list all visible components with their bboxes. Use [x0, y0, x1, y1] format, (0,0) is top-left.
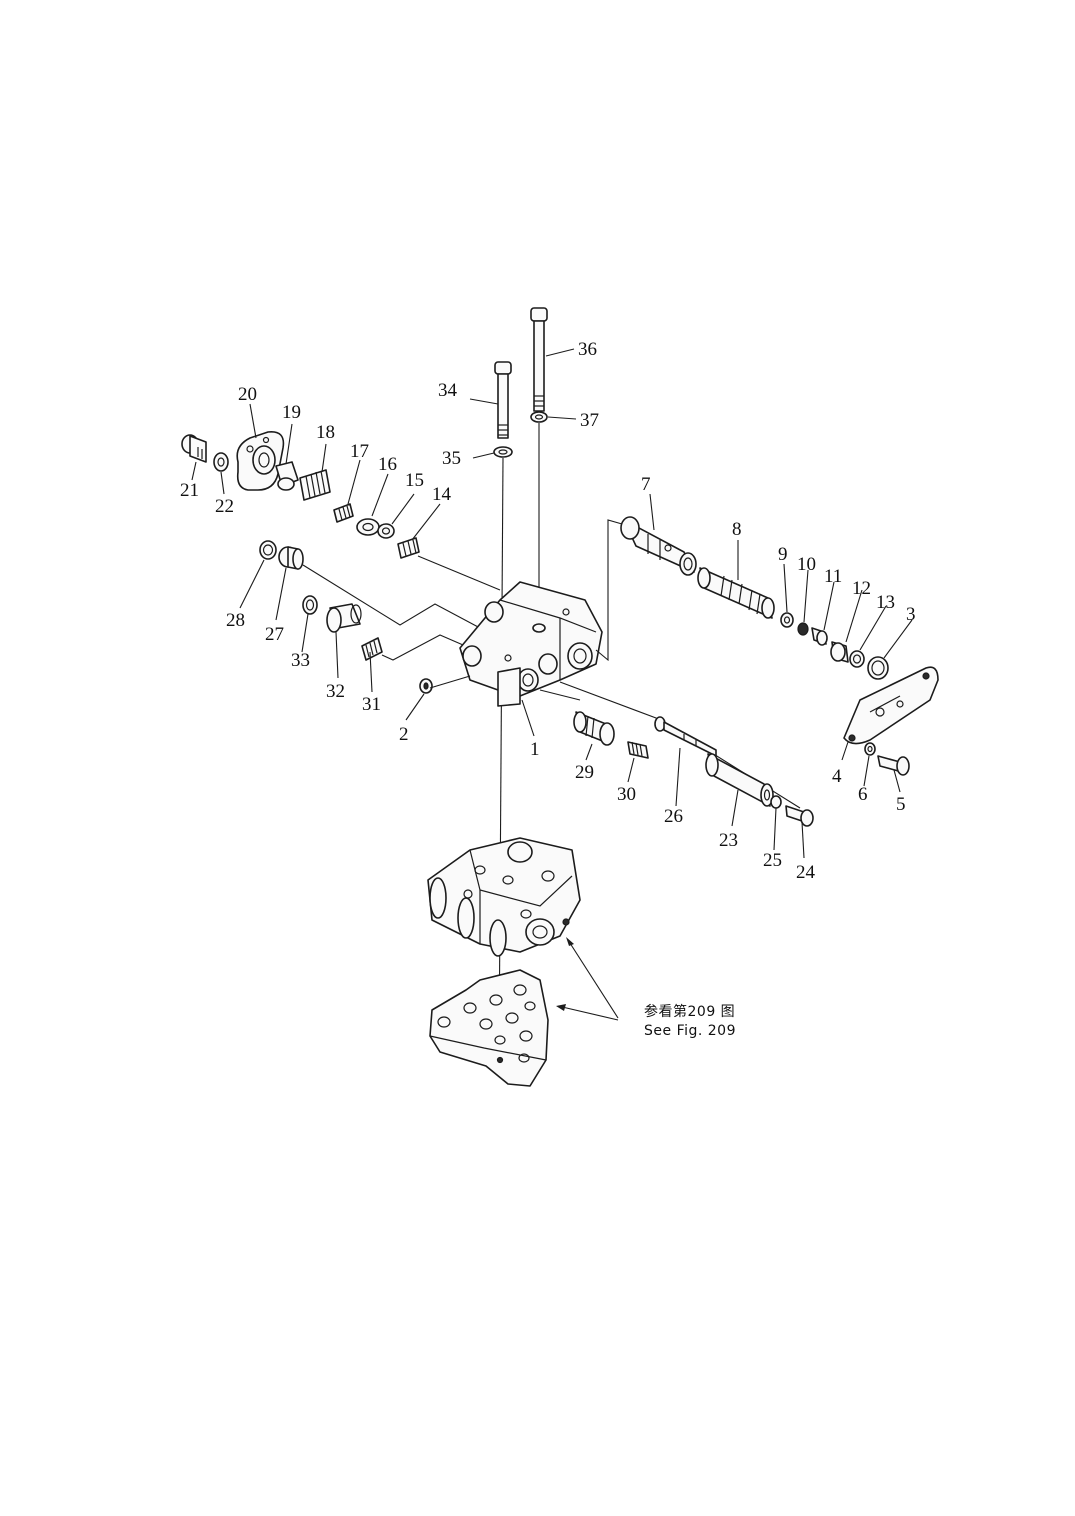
valve-body-1: [459, 581, 603, 707]
callout-6: 6: [858, 784, 868, 805]
callout-29: 29: [575, 762, 594, 783]
stopper-19: [275, 461, 299, 491]
washer-37: [530, 411, 548, 423]
reference-arrow-1: [566, 937, 574, 946]
callout-31: 31: [362, 694, 381, 715]
spring-31: [361, 637, 383, 661]
spring-14: [397, 537, 420, 559]
callout-35: 35: [442, 448, 461, 469]
reference-arrow-2: [556, 1004, 566, 1011]
bolt-24: [785, 805, 814, 827]
callout-34: 34: [438, 380, 458, 401]
cover-plate-4: [843, 666, 939, 745]
base-plate-fig-209: [429, 969, 549, 1087]
plug-32: [326, 603, 362, 633]
reference-leader-2: [557, 1005, 619, 1021]
spring-30: [627, 741, 649, 759]
axis-line-29: [539, 689, 581, 701]
callout-24: 24: [796, 862, 816, 883]
sleeve-23: [705, 753, 774, 807]
bolt-34-axis-line: [498, 457, 504, 1061]
callout-numbers: 1 2 3 4 5 6 7 8 9 10 11 12 13 14 15 16 1…: [180, 339, 916, 883]
callout-21: 21: [180, 480, 199, 501]
washer-16: [356, 518, 380, 536]
axis-line-27: [302, 564, 481, 629]
callout-22: 22: [215, 496, 234, 517]
washer-22: [213, 452, 229, 472]
callout-1: 1: [530, 739, 540, 760]
axis-line-14: [417, 555, 501, 591]
callout-8: 8: [732, 519, 742, 540]
callout-25: 25: [763, 850, 782, 871]
o-ring-33: [302, 595, 318, 615]
callout-17: 17: [350, 441, 369, 462]
spring-17: [333, 503, 354, 523]
spring-10: [797, 622, 809, 636]
callout-36: 36: [578, 339, 597, 360]
plug-2: [419, 678, 433, 694]
callout-26: 26: [664, 806, 683, 827]
o-ring-28: [259, 540, 277, 560]
reference-caption-chinese: 参看第209 图: [644, 1003, 735, 1020]
valve-spool-7: [620, 516, 697, 576]
plunger-11: [811, 627, 828, 646]
bolt-5: [877, 755, 910, 776]
callout-30: 30: [617, 784, 636, 805]
callout-3: 3: [906, 604, 916, 625]
spring-18: [299, 469, 331, 501]
callout-13: 13: [876, 592, 895, 613]
washer-6: [864, 742, 876, 756]
valve-block-fig-209: [427, 837, 581, 957]
washer-35: [493, 446, 513, 458]
bolt-34: [494, 361, 512, 439]
plug-27: [278, 546, 304, 570]
callout-20: 20: [238, 384, 257, 405]
washer-25: [770, 795, 782, 809]
callout-32: 32: [326, 681, 345, 702]
spool-8: [697, 567, 775, 619]
callout-10: 10: [797, 554, 816, 575]
callout-14: 14: [432, 484, 452, 505]
spool-26: [654, 716, 717, 757]
plug-29: [573, 711, 615, 746]
plug-12: [830, 641, 849, 663]
callout-12: 12: [852, 578, 871, 599]
callout-2: 2: [399, 724, 409, 745]
callout-5: 5: [896, 794, 906, 815]
reference-caption-english: See Fig. 209: [644, 1023, 736, 1039]
cover-20: [236, 431, 285, 491]
axis-line-7: [595, 519, 623, 662]
callout-16: 16: [378, 454, 397, 475]
callout-15: 15: [405, 470, 424, 491]
callout-7: 7: [641, 474, 651, 495]
o-ring-3: [867, 656, 889, 680]
washer-9: [780, 612, 794, 628]
bolt-36: [530, 307, 548, 412]
callout-28: 28: [226, 610, 245, 631]
callout-18: 18: [316, 422, 335, 443]
o-ring-13: [849, 650, 865, 668]
callout-9: 9: [778, 544, 788, 565]
axis-line-2: [429, 675, 471, 689]
callout-23: 23: [719, 830, 738, 851]
callout-37: 37: [580, 410, 599, 431]
callout-19: 19: [282, 402, 301, 423]
callout-11: 11: [824, 566, 842, 587]
axis-line-31: [381, 634, 471, 661]
washer-15: [377, 523, 395, 539]
callout-33: 33: [291, 650, 310, 671]
bolt-21: [181, 434, 207, 463]
callout-leaders: [191, 348, 913, 859]
callout-4: 4: [832, 766, 842, 787]
callout-27: 27: [265, 624, 284, 645]
reference-leader-1: [567, 939, 619, 1019]
